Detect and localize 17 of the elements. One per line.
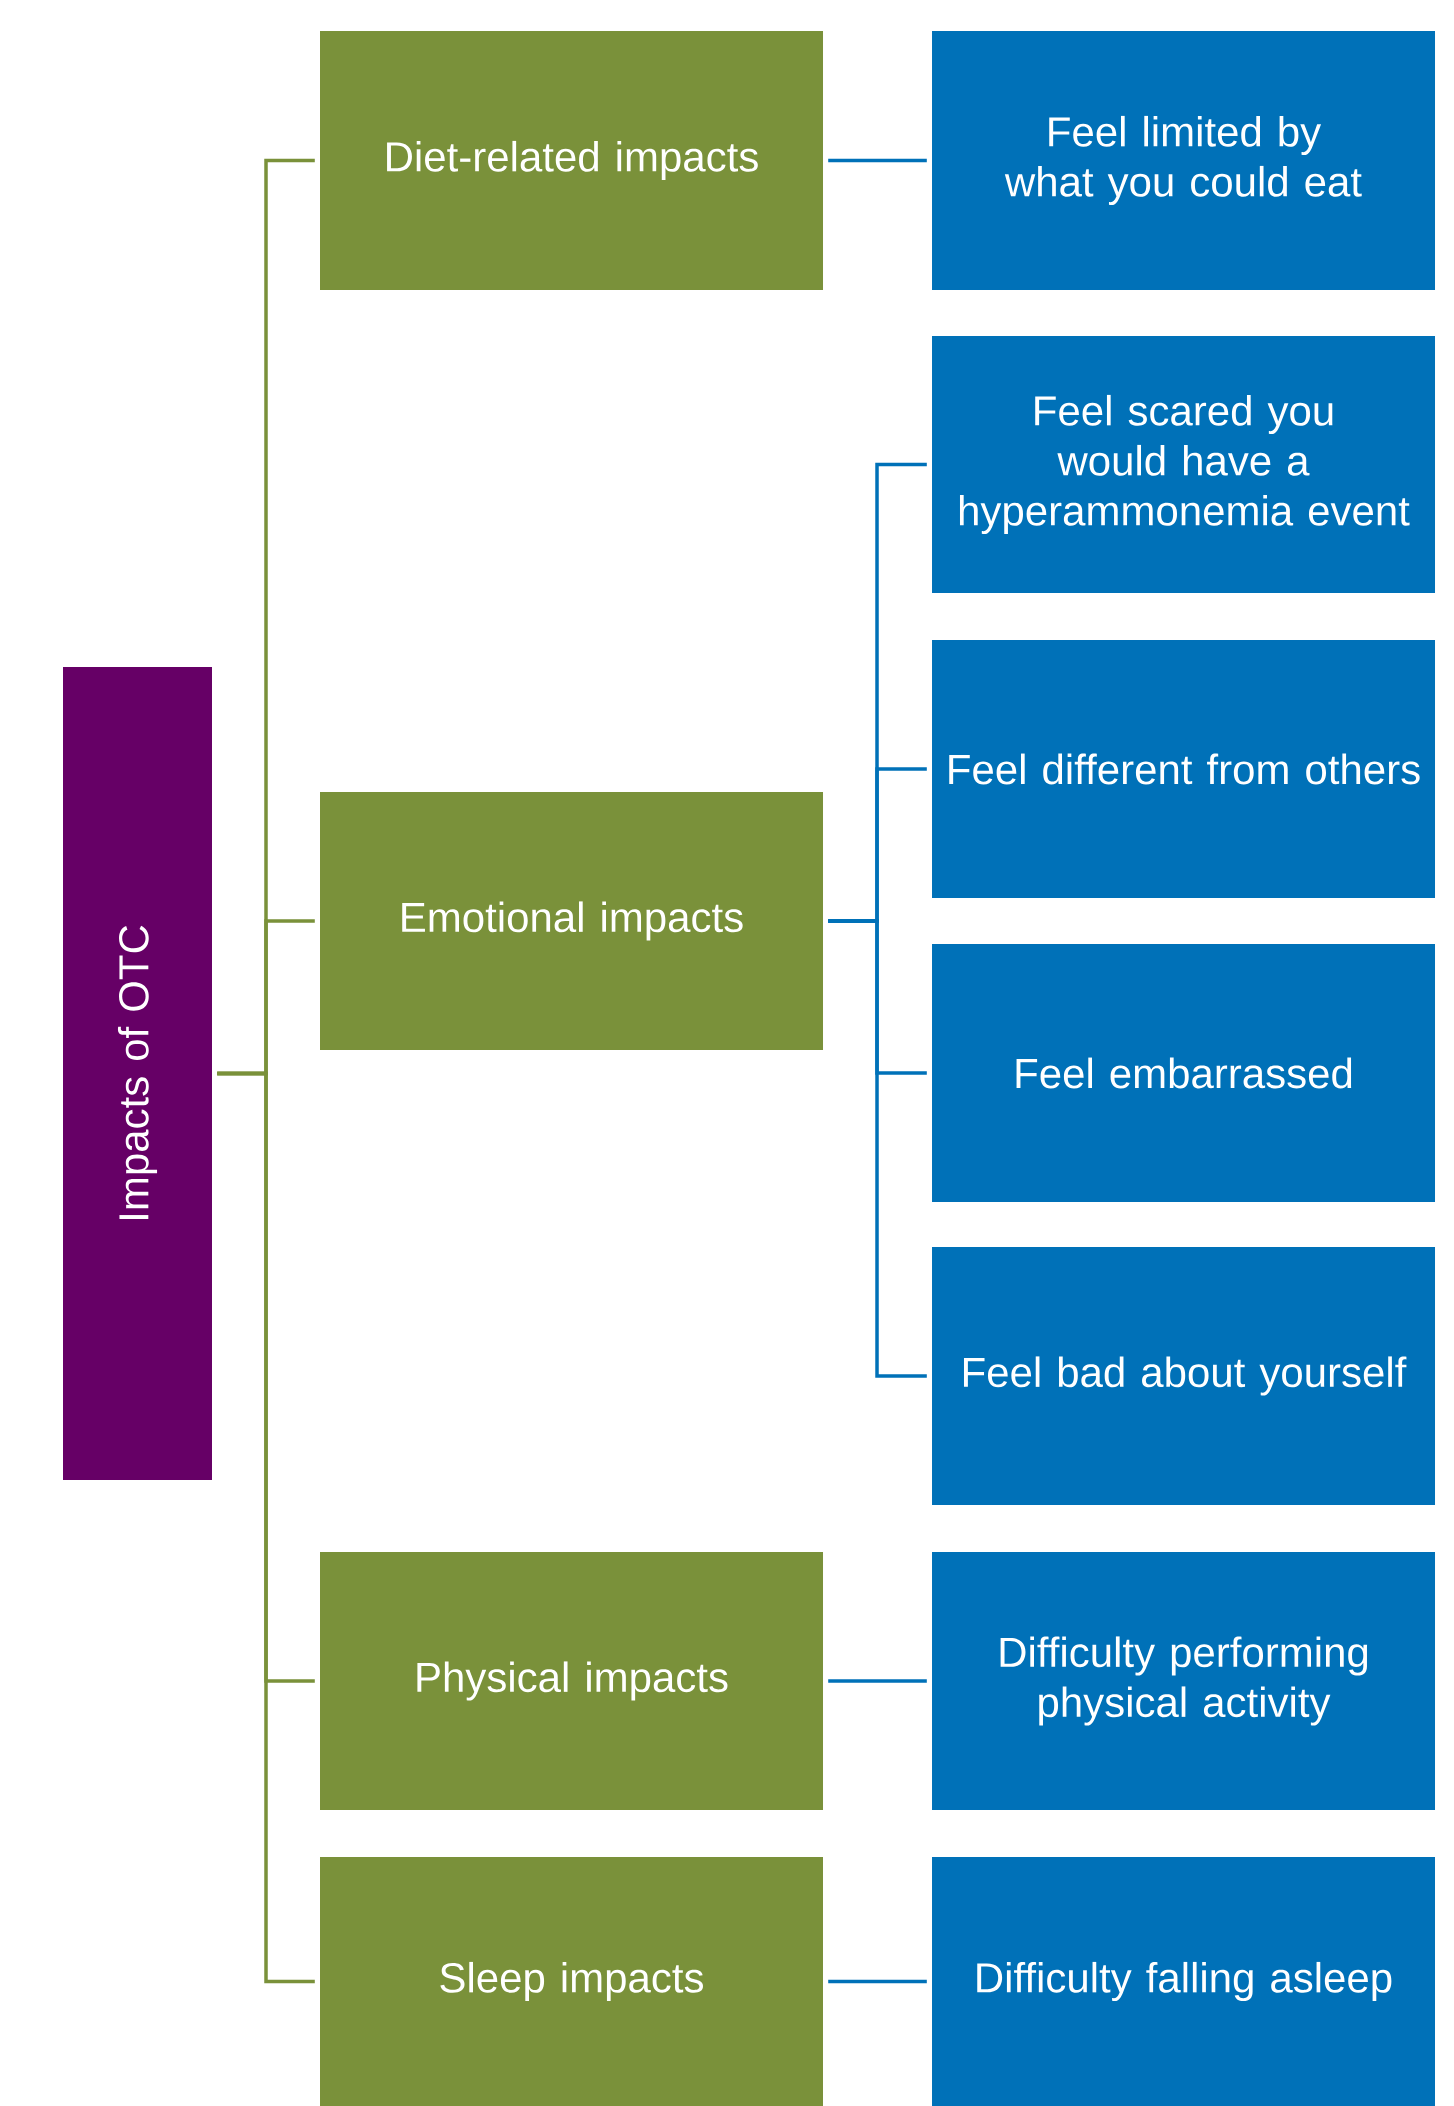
impact-box: Feel limited by what you could eat (932, 30, 1435, 290)
impact-box: Feel embarrassed (932, 944, 1435, 1202)
impact-box: Feel bad about yourself (932, 1247, 1435, 1505)
category-box: Sleep impacts (320, 1857, 823, 2106)
connector-line (217, 1071, 315, 1984)
connector-line (828, 158, 927, 163)
category-box: Diet-related impacts (320, 30, 823, 290)
root-box: Impacts of OTC (63, 667, 212, 1480)
connector-line (828, 1679, 927, 1683)
connector-line (828, 1979, 927, 1984)
impact-box: Feel different from others (932, 640, 1435, 898)
impact-box: Feel scared you would have a hyperammonemia event (932, 336, 1435, 593)
category-box: Physical impacts (320, 1552, 823, 1810)
category-box: Emotional impacts (320, 792, 823, 1050)
connector-line (828, 919, 927, 1378)
impact-box: Difficulty performing physical activity (932, 1552, 1435, 1810)
impact-box: Difficulty falling asleep (932, 1857, 1435, 2106)
